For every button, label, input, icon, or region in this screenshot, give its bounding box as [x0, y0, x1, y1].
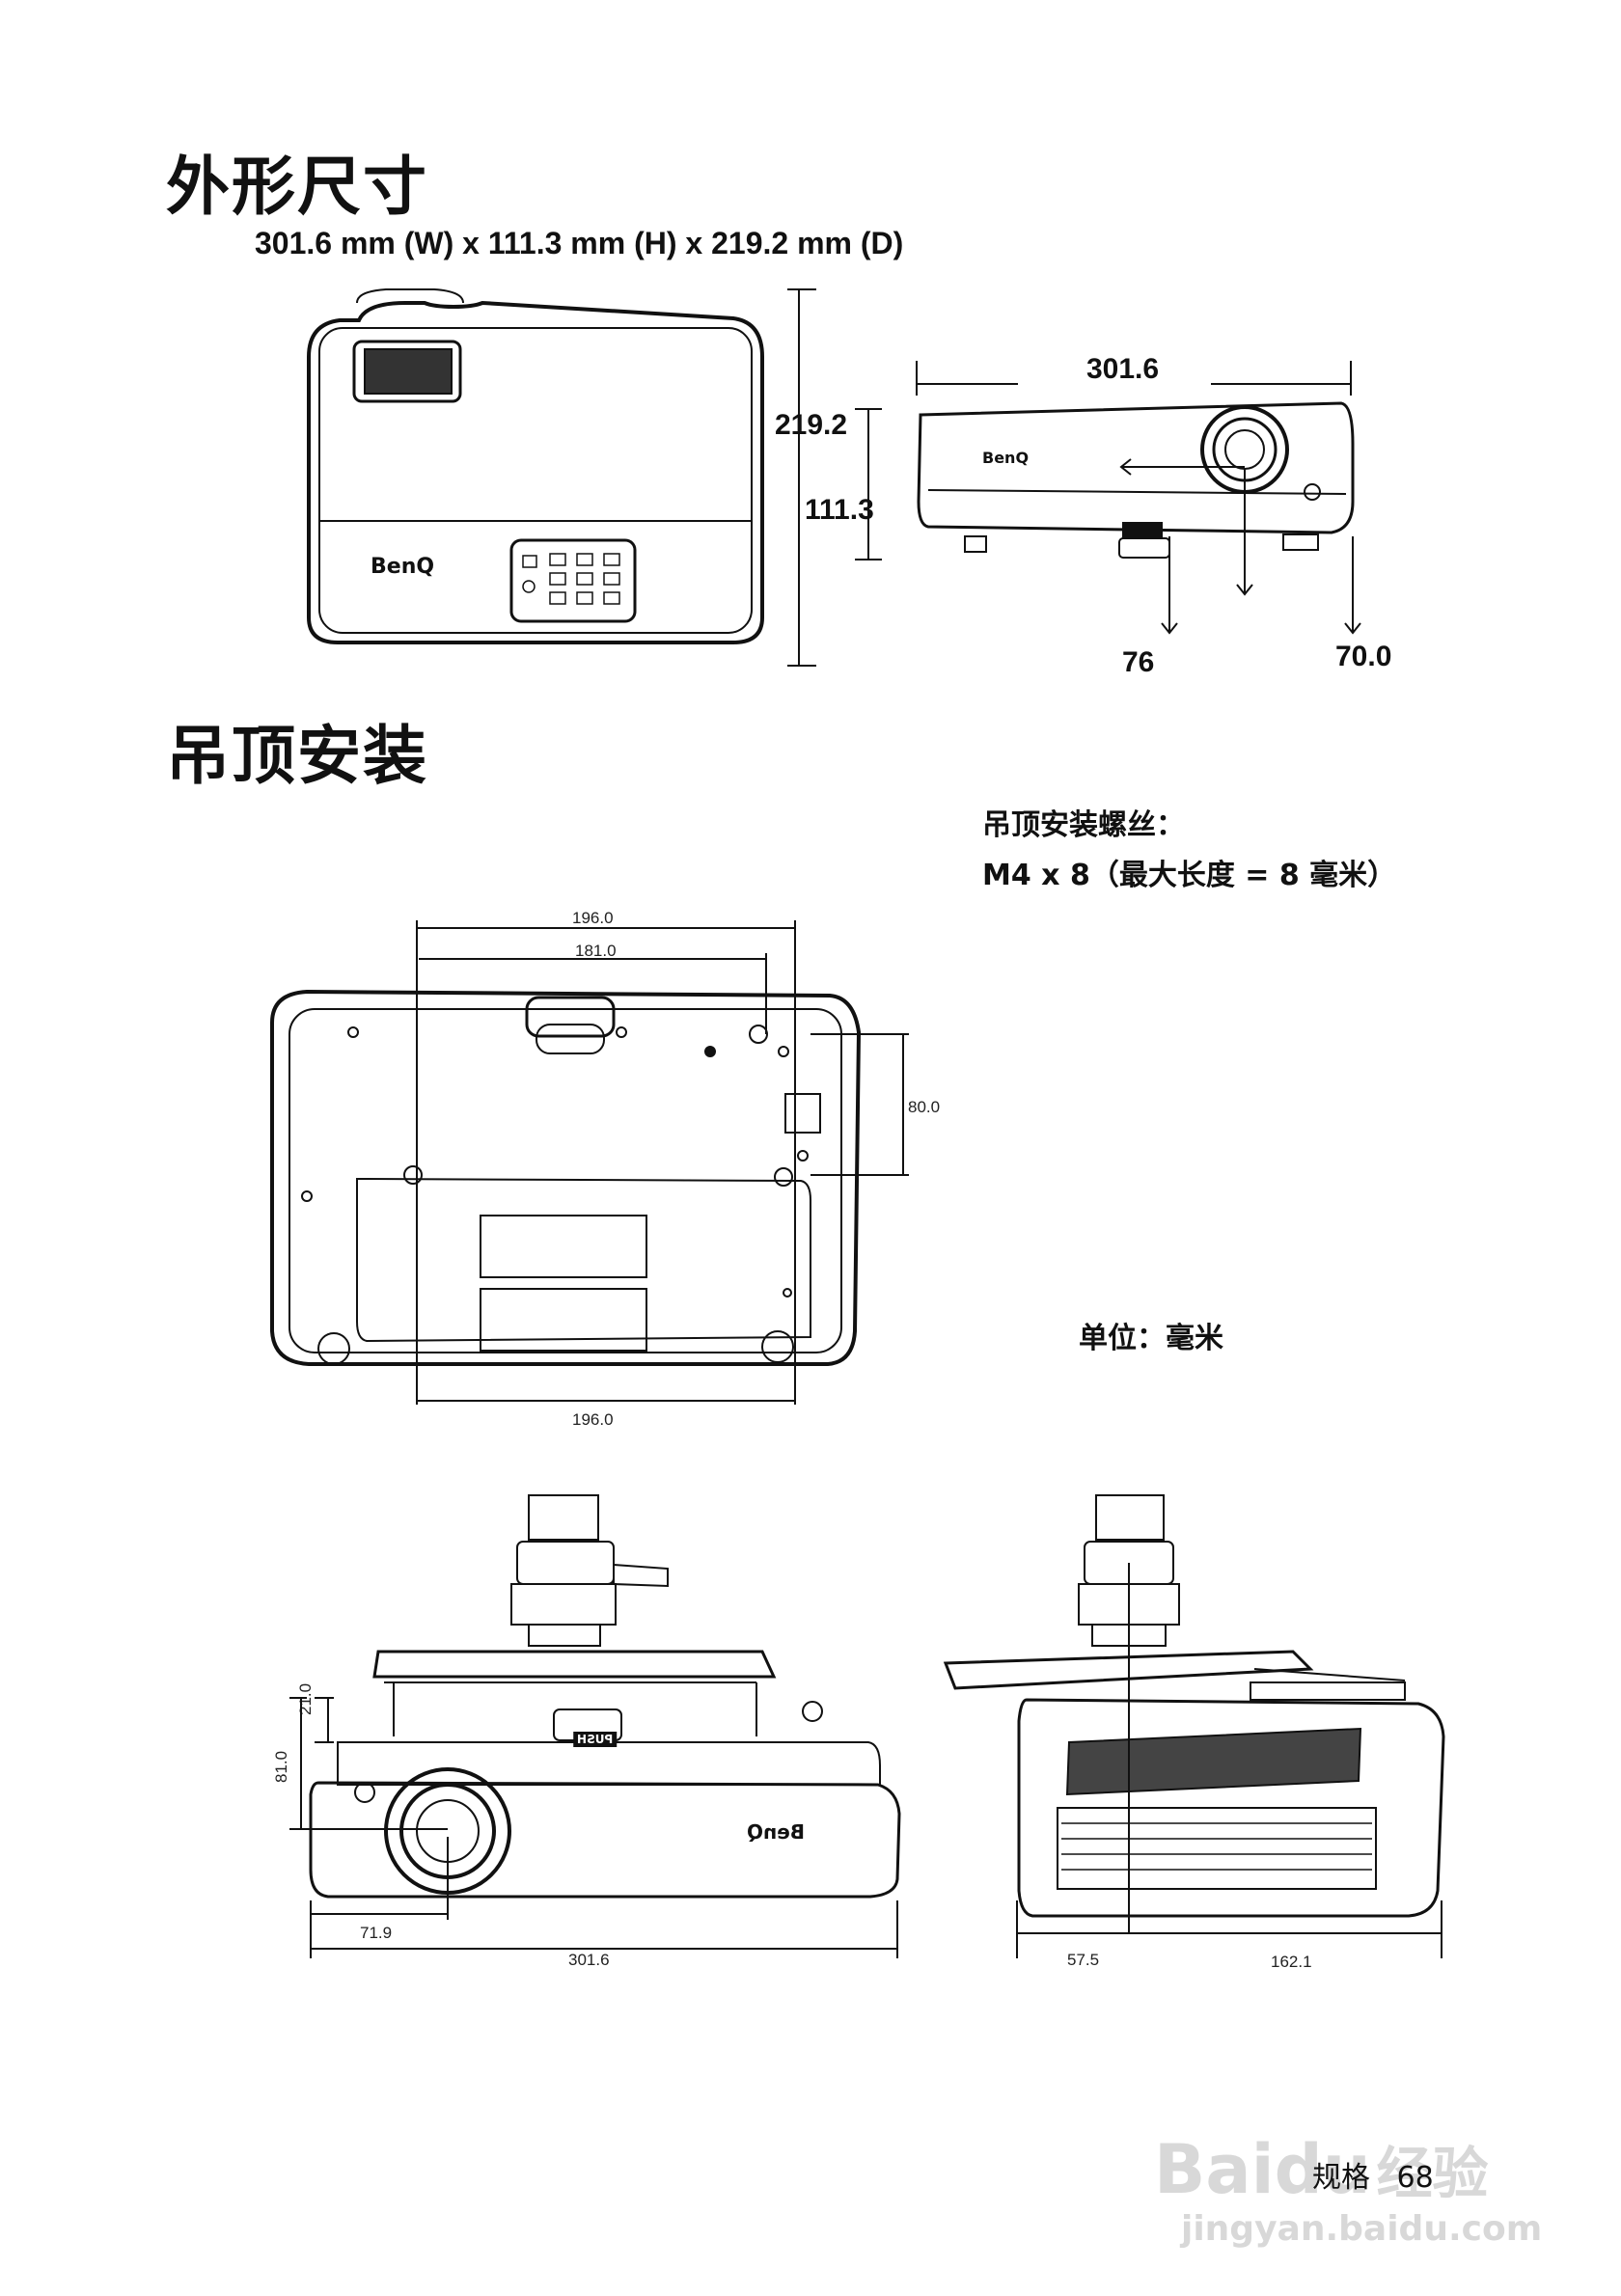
mount-side-view: BenQ [289, 1494, 901, 1958]
watermark-paw: du [1274, 2130, 1371, 2209]
bottom-top-inner-dim: 181.0 [575, 942, 617, 960]
brand-top: BenQ [371, 555, 434, 579]
watermark-cn: 经验 [1376, 2141, 1489, 2206]
watermark-url: jingyan.baidu.com [1181, 2209, 1543, 2249]
projector-top-view: BenQ [307, 288, 882, 667]
mount-right-view [943, 1494, 1445, 1958]
unit-note: 单位：毫米 [1079, 1322, 1223, 1355]
brand-front: BenQ [982, 449, 1029, 467]
right-dim-a: 57.5 [1067, 1951, 1100, 1969]
overall-dimensions: 301.6 mm (W) x 111.3 mm (H) x 219.2 mm (… [255, 226, 904, 260]
right-dim-b: 162.1 [1271, 1953, 1312, 1971]
bottom-bottom-dim: 196.0 [572, 1410, 614, 1429]
screw-title: 吊顶安装螺丝： [982, 808, 1185, 842]
bottom-top-outer-dim: 196.0 [572, 909, 614, 927]
section-title-dimensions: 外形尺寸 [166, 150, 428, 224]
depth-label: 219.2 [775, 409, 848, 441]
side-dim-d: 301.6 [568, 1951, 610, 1969]
projector-bottom-view [270, 920, 909, 1405]
section-title-ceiling-mount: 吊顶安装 [166, 719, 428, 793]
projector-front-view: BenQ [916, 361, 1361, 635]
page-number: 68 [1396, 2161, 1434, 2195]
footer: 规格 68 [1312, 2153, 1434, 2196]
brand-mount: BenQ [747, 1820, 805, 1844]
side-dim-c: 71.9 [360, 1924, 393, 1942]
front-width-label: 301.6 [1086, 353, 1160, 385]
bottom-right-dim: 80.0 [908, 1098, 941, 1116]
height-label: 111.3 [805, 494, 874, 526]
front-offset-a-label: 76 [1122, 646, 1155, 678]
watermark-brand: Bai [1154, 2130, 1275, 2209]
screw-spec: M4 x 8（最大长度 = 8 毫米） [982, 859, 1397, 892]
footer-section: 规格 [1312, 2161, 1370, 2195]
push-label-mount: PUSH [573, 1732, 618, 1747]
front-offset-b-label: 70.0 [1335, 641, 1392, 672]
